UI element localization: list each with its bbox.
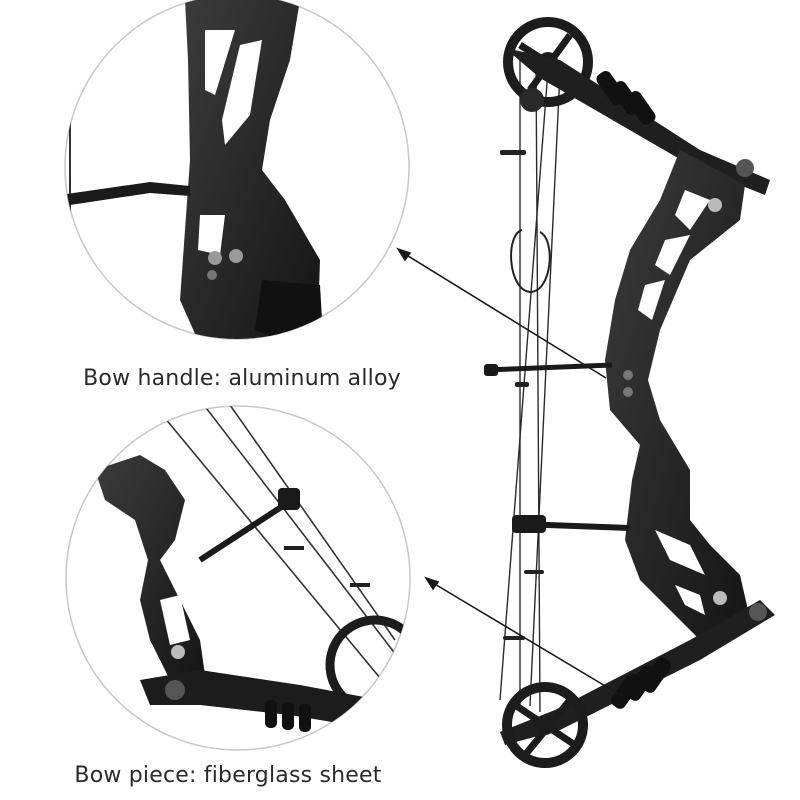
top-limb-bolt [736, 159, 754, 177]
top-limb [505, 48, 770, 195]
bow-strings [499, 59, 561, 713]
string-accessories [500, 150, 544, 640]
limb-caption: Bow piece: fiberglass sheet [74, 763, 382, 788]
riser-cutouts [638, 190, 710, 615]
stabilizer [512, 515, 631, 533]
riser-bolt-bottom [713, 591, 727, 605]
riser-bolt-top [708, 198, 722, 212]
bottom-limb [500, 600, 775, 745]
handle-caption: Bow handle: aluminum alloy [83, 366, 401, 391]
top-limb-dampeners [596, 71, 656, 125]
peep-loop [510, 229, 551, 294]
compound-bow [484, 17, 775, 768]
bottom-cam [502, 682, 588, 768]
limb-closeup [65, 405, 411, 751]
pointer-lines [396, 247, 623, 697]
riser [605, 150, 748, 640]
arrow-rest [484, 362, 613, 376]
bottom-limb-dampeners [610, 657, 672, 709]
handle-closeup [64, 0, 410, 340]
